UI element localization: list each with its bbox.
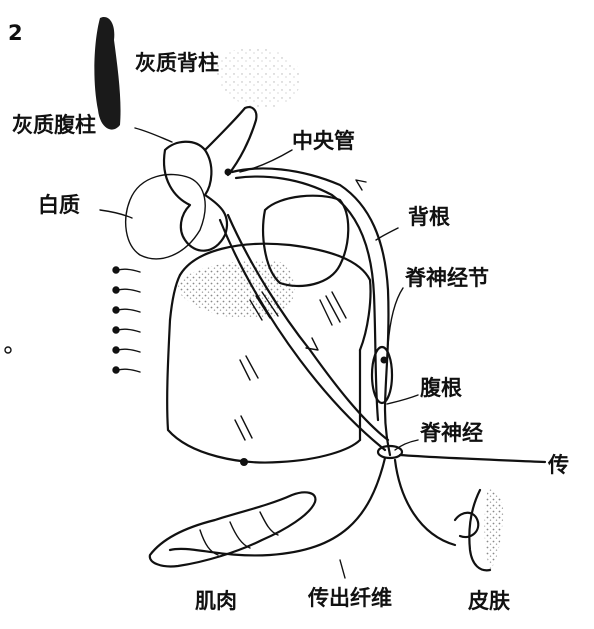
central-canal-dot — [225, 169, 232, 176]
label-ventral-horn: 灰质腹柱 — [12, 113, 96, 137]
label-skin: 皮肤 — [468, 589, 511, 613]
ventral-root — [220, 215, 388, 450]
spinal-cord-segment — [113, 107, 371, 466]
rootlets-left — [113, 267, 140, 373]
margin-ring — [5, 347, 11, 353]
label-dorsal-root-ganglion: 脊神经节 — [404, 266, 489, 290]
leader-lines — [100, 128, 418, 578]
ink-smudge — [94, 17, 120, 130]
skin — [455, 488, 503, 570]
top-left-digit: 2 — [8, 21, 23, 45]
label-dorsal-root: 背根 — [408, 205, 450, 229]
label-central-canal: 中央管 — [292, 129, 355, 153]
grey-matter — [164, 142, 227, 251]
label-spinal-nerve: 脊神经 — [419, 421, 483, 445]
label-dorsal-horn: 灰质背柱 — [135, 51, 219, 75]
stipple-cloud — [215, 48, 301, 109]
label-afferent: 传 — [547, 453, 569, 477]
white-matter-region — [126, 174, 206, 258]
label-muscle: 肌肉 — [195, 589, 237, 613]
label-ventral-root: 腹根 — [420, 376, 462, 400]
label-white-matter: 白质 — [38, 193, 80, 217]
label-efferent-fiber: 传出纤维 — [307, 586, 392, 610]
